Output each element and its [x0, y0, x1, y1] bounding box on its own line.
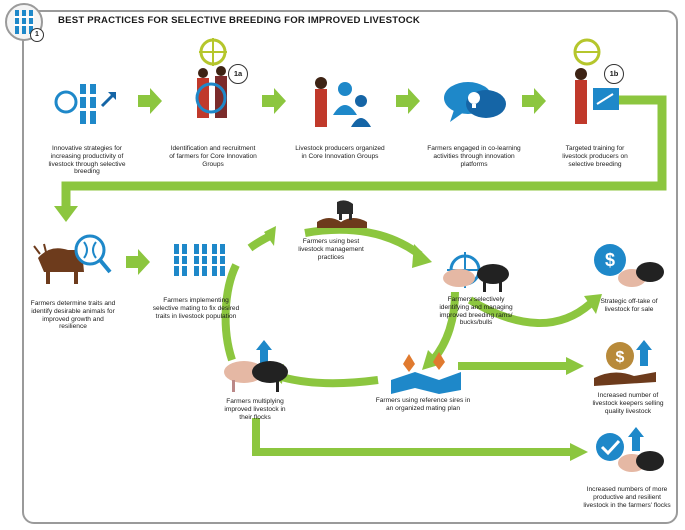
co-learning-speech-icon: [440, 78, 510, 128]
hands-livestock-icon: [315, 196, 370, 230]
productive-livestock-icon: [592, 425, 667, 480]
label-outcome-offtake: Strategic off-take of livestock for sale: [600, 298, 658, 313]
arrow-3: [396, 88, 420, 114]
label-step-4: Farmers engaged in co-learning activitie…: [427, 145, 521, 168]
sale-dollar-icon: $: [590, 242, 665, 294]
svg-text:$: $: [605, 250, 615, 270]
badge-main: 1: [30, 28, 44, 42]
diagram-frame: [22, 10, 678, 524]
arrow-6: [126, 249, 150, 275]
dna-emblem-icon: [4, 2, 44, 42]
badge-1a: 1a: [228, 64, 248, 84]
arrow-4: [522, 88, 546, 114]
label-step-1: Innovative strategies for increasing pro…: [48, 145, 126, 176]
label-cycle-breeding-rams: Farmers selectively identifying and mana…: [439, 296, 513, 327]
ram-target-icon: [425, 250, 515, 295]
svg-text:$: $: [616, 349, 625, 366]
training-icon: [565, 38, 625, 130]
selling-hand-dollar-icon: $: [590, 338, 665, 390]
label-step-6: Farmers determine traits and identify de…: [30, 300, 116, 331]
farmers-target-icon: [183, 38, 243, 128]
mating-plan-map-icon: [385, 350, 465, 395]
arrow-1: [138, 88, 162, 114]
label-outcome-productive: Increased numbers of more productive and…: [583, 486, 671, 509]
diagram-title: BEST PRACTICES FOR SELECTIVE BREEDING FO…: [58, 15, 421, 26]
label-outcome-selling: Increased number of livestock keepers se…: [592, 392, 664, 415]
arrow-2: [262, 88, 286, 114]
label-cycle-multiplying: Farmers multiplying improved livestock i…: [224, 398, 286, 421]
multiplying-livestock-icon: [220, 338, 295, 393]
core-innovation-group-icon: [305, 75, 375, 130]
dna-strategy-icon: [50, 78, 120, 128]
label-step-7: Farmers implementing selective mating to…: [152, 297, 240, 320]
dna-selective-mating-icon: [168, 240, 228, 280]
badge-1b: 1b: [604, 64, 624, 84]
label-step-5: Targeted training for livestock producer…: [562, 145, 628, 168]
connector-arrow: [61, 95, 667, 210]
label-cycle-reference-sires: Farmers using reference sires in an orga…: [375, 397, 471, 412]
goat-magnifier-icon: [30, 228, 115, 288]
label-step-3: Livestock producers organized in Core In…: [295, 145, 385, 160]
label-step-2: Identification and recruitment of farmer…: [169, 145, 257, 168]
label-cycle-best-practices: Farmers using best livestock management …: [298, 238, 364, 261]
